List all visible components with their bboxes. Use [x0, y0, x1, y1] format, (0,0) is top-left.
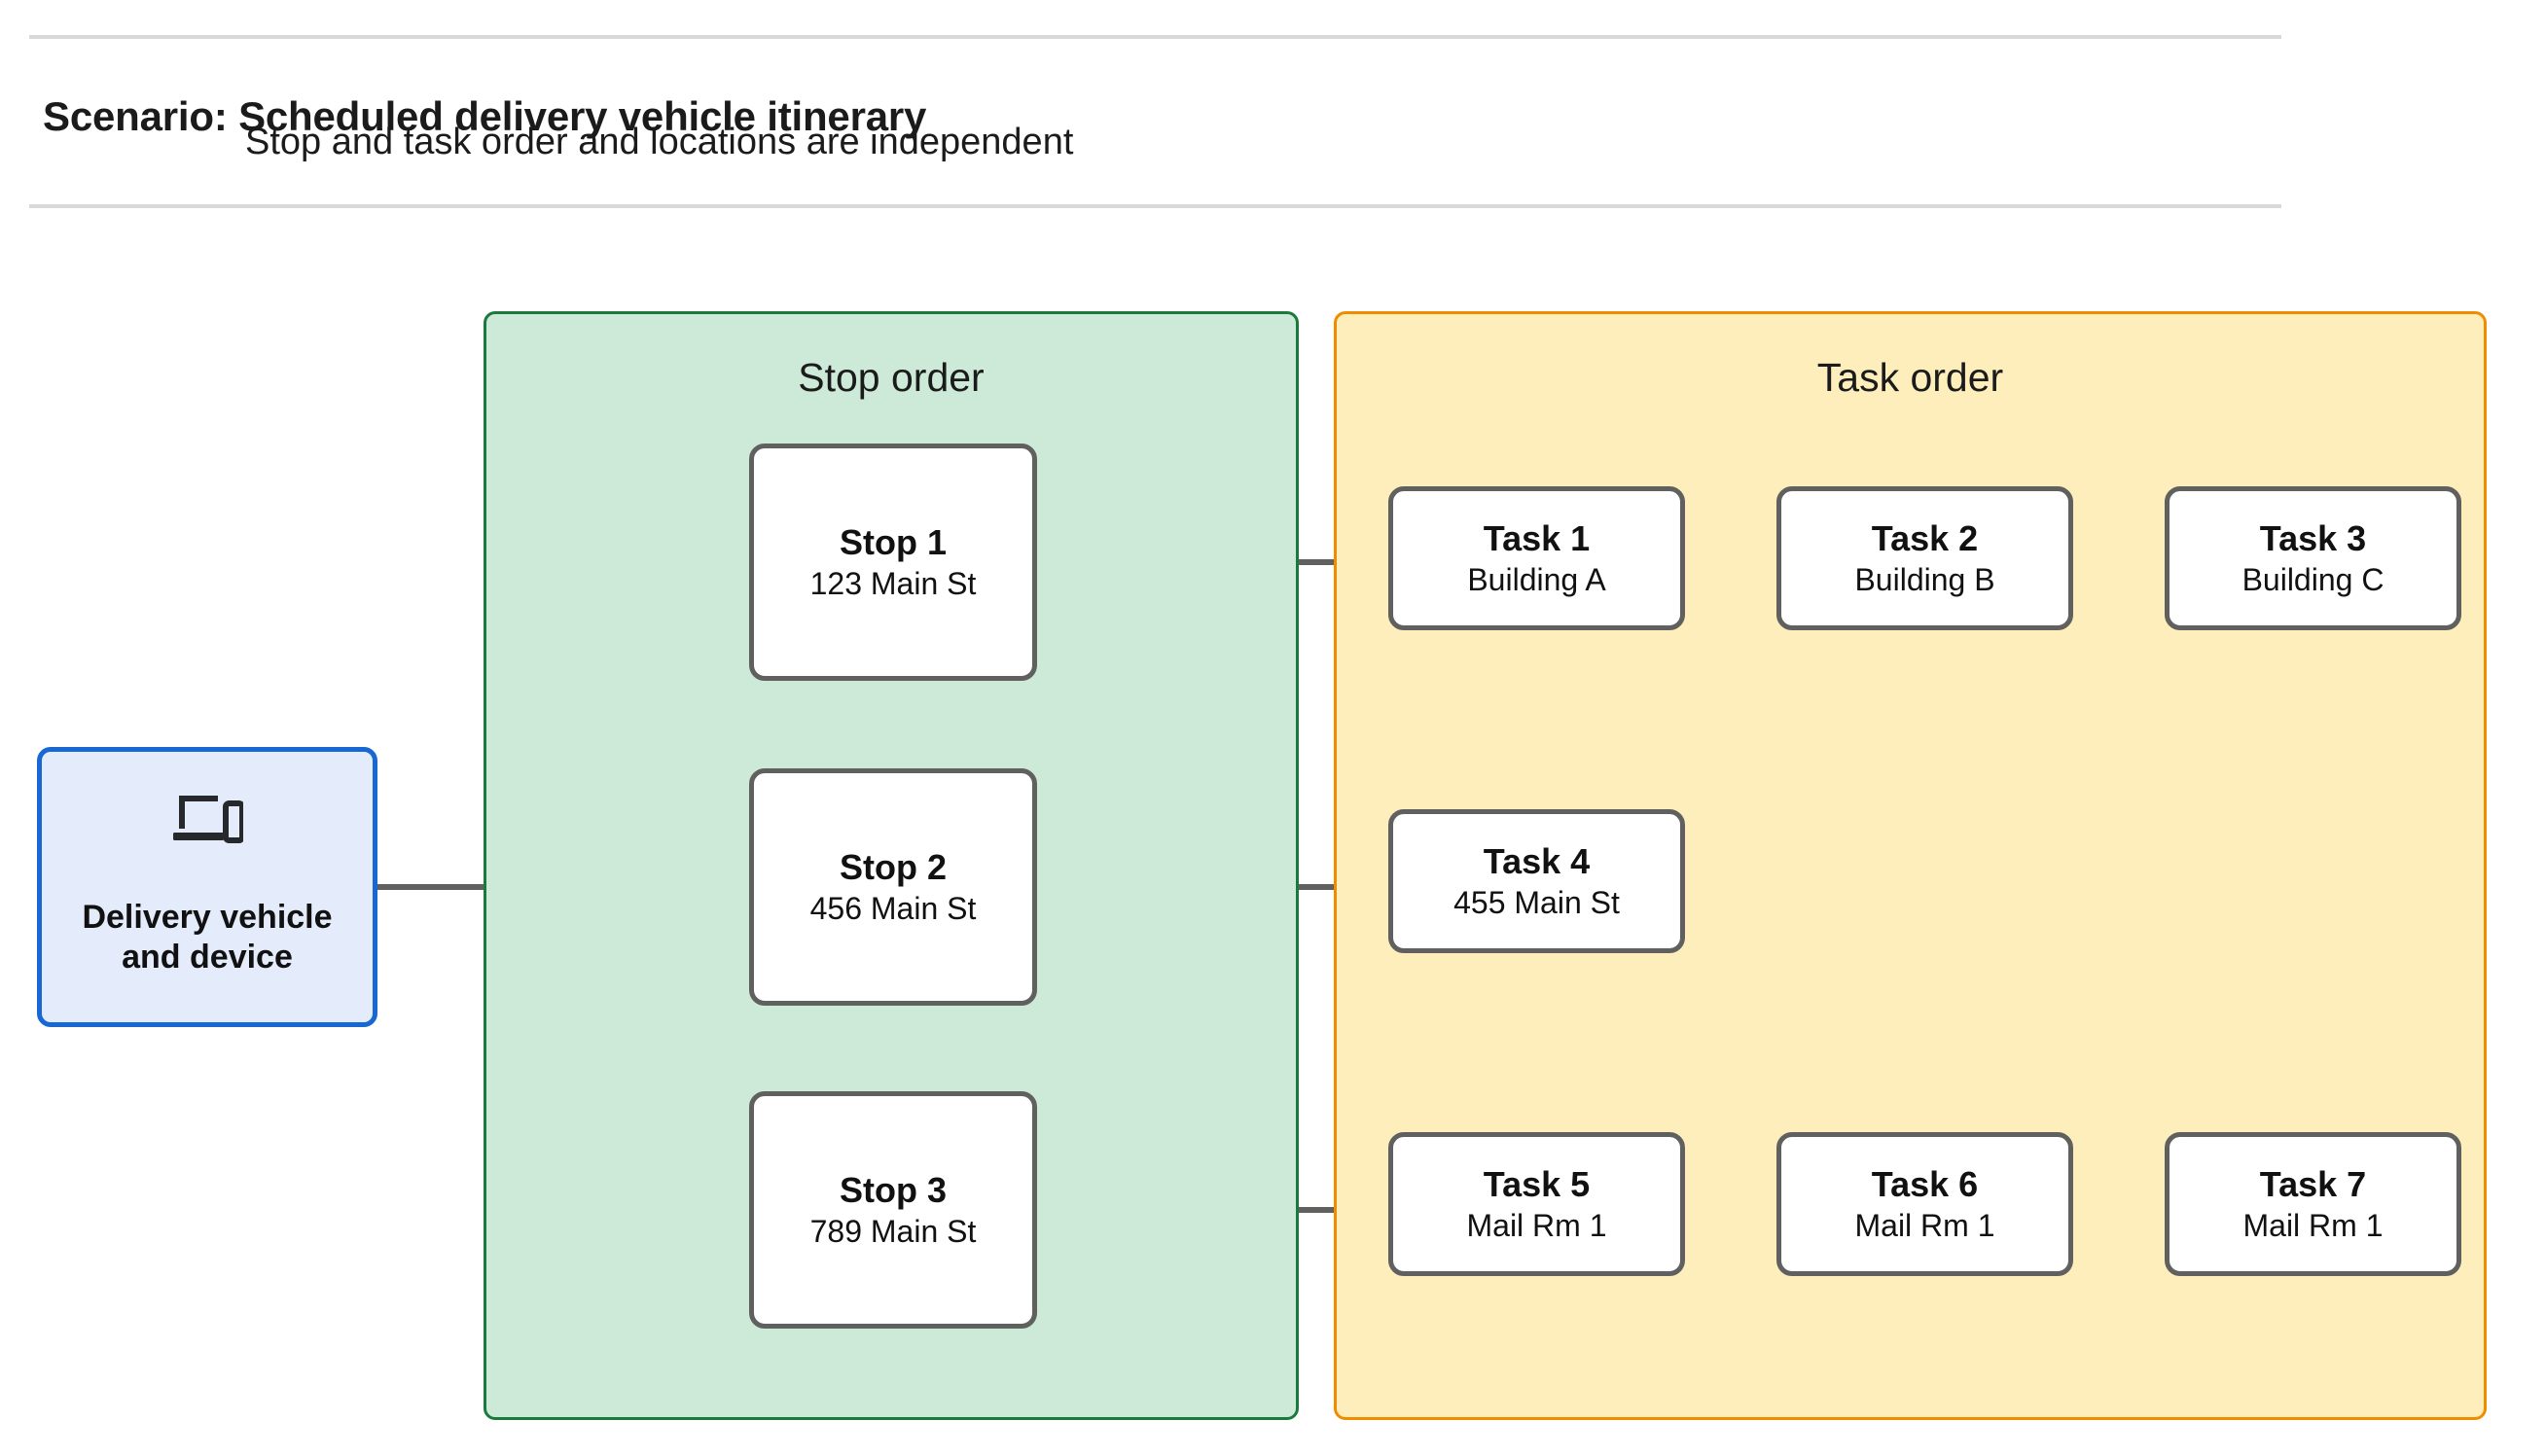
task-node-3-location: Building C — [2241, 561, 2385, 597]
page-title: Scenario: Scheduled delivery vehicle iti… — [43, 93, 927, 140]
task-node-4-title: Task 4 — [1483, 840, 1591, 881]
page-subtitle: Stop and task order and locations are in… — [245, 122, 1074, 162]
stop-node-3-address: 789 Main St — [809, 1213, 977, 1249]
task-node-5[interactable]: Task 5 Mail Rm 1 — [1388, 1132, 1685, 1276]
header-divider-bottom — [29, 204, 2281, 208]
devices-icon — [171, 792, 245, 853]
task-node-4-location: 455 Main St — [1453, 884, 1620, 920]
stop-node-1-address: 123 Main St — [809, 565, 977, 601]
task-node-1[interactable]: Task 1 Building A — [1388, 486, 1685, 630]
task-node-5-title: Task 5 — [1483, 1163, 1591, 1204]
task-node-6[interactable]: Task 6 Mail Rm 1 — [1776, 1132, 2073, 1276]
header-divider-top — [29, 35, 2281, 39]
task-order-title: Task order — [1816, 355, 2004, 400]
stop-node-1-title: Stop 1 — [839, 521, 947, 562]
task-node-6-location: Mail Rm 1 — [1854, 1207, 1995, 1243]
task-node-1-title: Task 1 — [1483, 517, 1591, 558]
stop-node-3-title: Stop 3 — [839, 1169, 947, 1210]
stop-node-2-address: 456 Main St — [809, 890, 977, 926]
task-node-4[interactable]: Task 4 455 Main St — [1388, 809, 1685, 953]
task-node-7-location: Mail Rm 1 — [2242, 1207, 2384, 1243]
task-node-2-title: Task 2 — [1871, 517, 1979, 558]
stop-order-title: Stop order — [798, 355, 985, 400]
stop-node-3[interactable]: Stop 3 789 Main St — [749, 1091, 1037, 1329]
task-node-5-location: Mail Rm 1 — [1466, 1207, 1607, 1243]
task-node-7-title: Task 7 — [2259, 1163, 2367, 1204]
stop-node-1[interactable]: Stop 1 123 Main St — [749, 444, 1037, 681]
stop-node-2-title: Stop 2 — [839, 846, 947, 887]
task-node-7[interactable]: Task 7 Mail Rm 1 — [2165, 1132, 2461, 1276]
task-node-2-location: Building B — [1854, 561, 1995, 597]
stop-node-2[interactable]: Stop 2 456 Main St — [749, 768, 1037, 1006]
task-node-6-title: Task 6 — [1871, 1163, 1979, 1204]
delivery-vehicle-node[interactable]: Delivery vehicle and device — [37, 747, 377, 1027]
task-node-2[interactable]: Task 2 Building B — [1776, 486, 2073, 630]
task-node-3-title: Task 3 — [2259, 517, 2367, 558]
delivery-vehicle-label: Delivery vehicle and device — [82, 898, 333, 976]
task-node-1-location: Building A — [1467, 561, 1606, 597]
task-node-3[interactable]: Task 3 Building C — [2165, 486, 2461, 630]
